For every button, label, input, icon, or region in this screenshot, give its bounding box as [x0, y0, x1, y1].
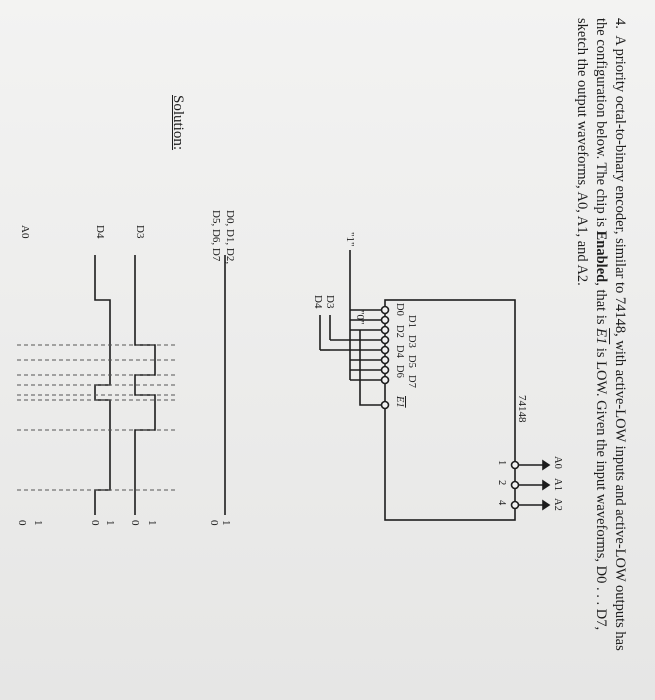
d3-ext-label: D3 — [324, 295, 336, 309]
input-bubble-d3 — [380, 335, 390, 345]
d4-ext-label: D4 — [312, 295, 324, 309]
wave-hi-d4: 1 — [104, 520, 116, 526]
low-label: "0" — [354, 310, 366, 325]
output-arrow-a1 — [542, 479, 551, 491]
output-arrow-a2 — [542, 499, 551, 511]
pin-d0: D0 — [394, 303, 405, 316]
wave-lo-d5: 0 — [208, 520, 220, 526]
enable-bubble — [380, 400, 390, 410]
wave-label-d5: D5, D6, D7 — [210, 210, 222, 262]
wave-label-d0: D0, D1, D2, — [224, 210, 236, 265]
output-arrow-a0 — [542, 459, 551, 471]
pin-d5: D5 — [406, 355, 417, 368]
chip-body — [384, 299, 516, 521]
out-label-a2: A2 — [552, 498, 563, 511]
pin-d6: D6 — [394, 365, 405, 378]
solution-label: Solution: — [170, 95, 186, 151]
chip-title: 74148 — [516, 395, 528, 423]
enable-line — [359, 330, 381, 406]
pin-d1: D1 — [406, 315, 417, 328]
input-bubble-d4 — [380, 345, 390, 355]
pin-d2: D2 — [394, 325, 405, 338]
wave-label-a0: A0 — [19, 225, 31, 239]
input-bubble-d1 — [380, 315, 390, 325]
wave-label-d4: D4 — [94, 225, 106, 239]
high-label: "1" — [344, 232, 356, 247]
out-num-4: 4 — [496, 500, 507, 506]
output-bubble-a2 — [510, 500, 520, 510]
wave-hi-d0: 1 — [220, 520, 232, 526]
wave-lo-a0: 0 — [16, 520, 28, 526]
output-bubble-a1 — [510, 480, 520, 490]
wave-label-d3: D3 — [134, 225, 146, 239]
input-bubble-d7 — [380, 375, 390, 385]
out-label-a1: A1 — [552, 478, 563, 491]
input-bubble-d0 — [380, 305, 390, 315]
pin-d4: D4 — [394, 345, 405, 358]
pin-d7: D7 — [406, 375, 417, 388]
wave-lo-d3: 0 — [129, 520, 141, 526]
pin-e1: E1 — [394, 396, 405, 408]
out-num-1: 1 — [496, 460, 507, 466]
out-label-a0: A0 — [552, 456, 563, 469]
pin-d3: D3 — [406, 335, 417, 348]
input-bubble-d5 — [380, 355, 390, 365]
input-bubble-d6 — [380, 365, 390, 375]
wave-hi-a0: 1 — [32, 520, 44, 526]
wave-lo-d4: 0 — [89, 520, 101, 526]
wave-hi-d3: 1 — [146, 520, 158, 526]
output-bubble-a0 — [510, 460, 520, 470]
out-num-2: 2 — [496, 480, 507, 486]
input-bubble-d2 — [380, 325, 390, 335]
